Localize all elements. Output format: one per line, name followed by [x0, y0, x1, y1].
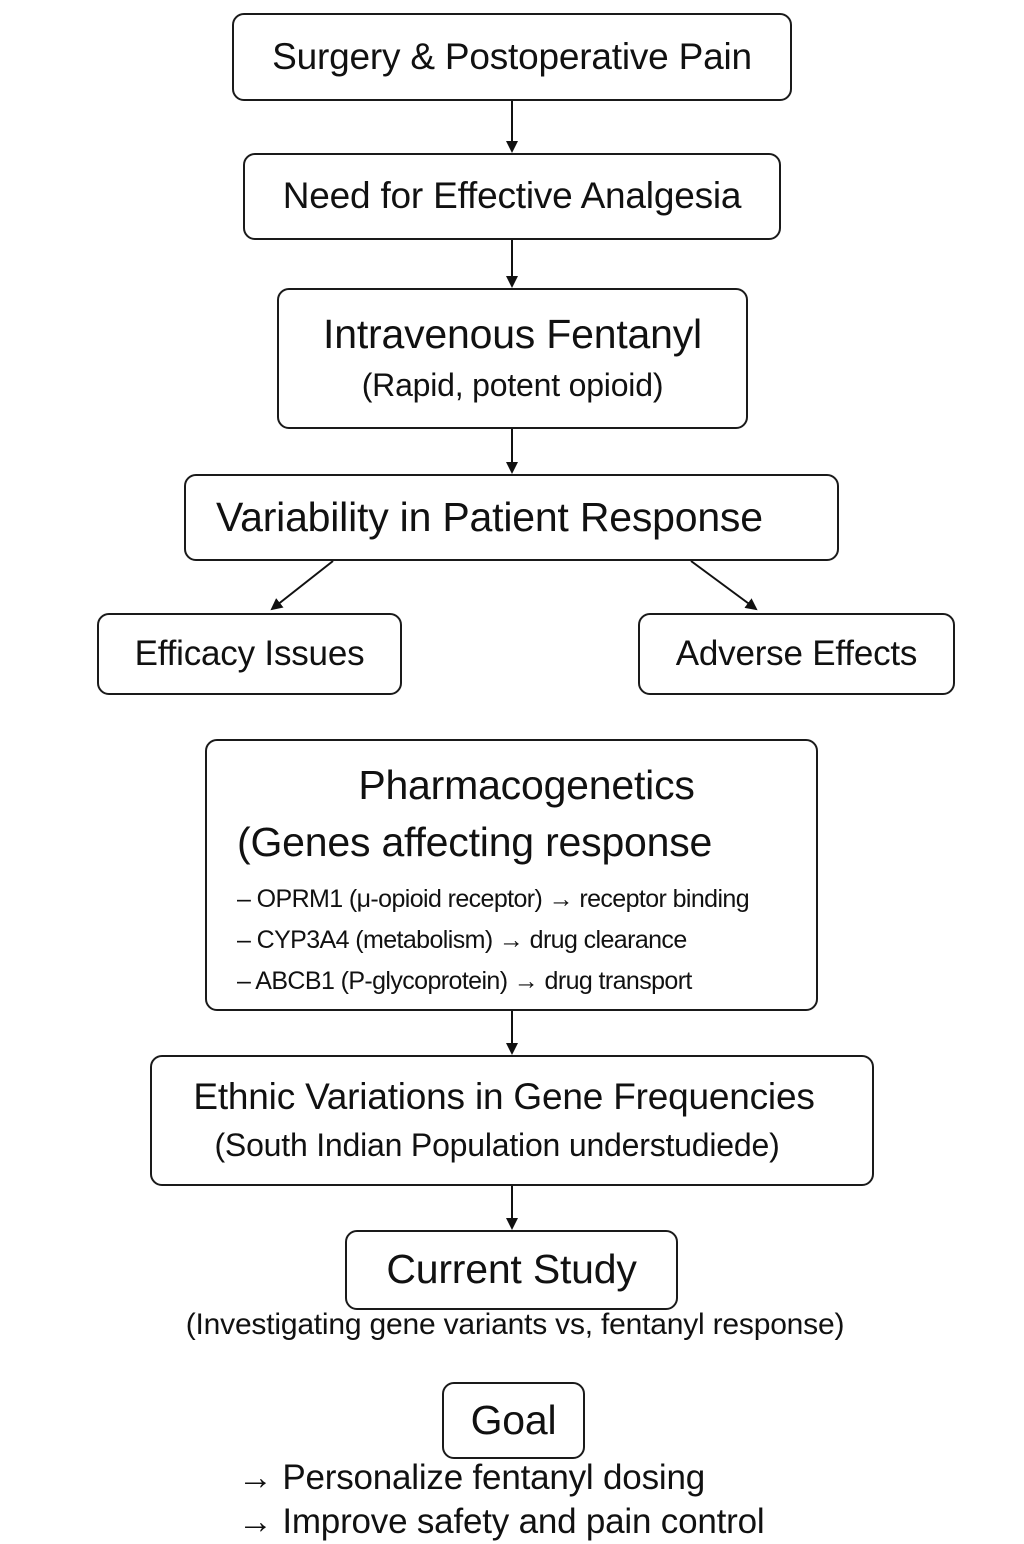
node-label: Adverse Effects: [675, 634, 918, 673]
node-efficacy-issues: Efficacy Issues: [97, 613, 402, 695]
node-title: Ethnic Variations in Gene Frequencies: [193, 1075, 815, 1117]
gene-item-oprm1: – OPRM1 (μ-opioid receptor) → receptor b…: [237, 885, 750, 914]
node-need-effective-analgesia: Need for Effective Analgesia: [243, 153, 781, 240]
arrow-variability-to-adverse: [690, 560, 758, 611]
node-subtitle: (South Indian Population understudiede): [214, 1126, 780, 1163]
node-pharmacogenetics: Pharmacogenetics (Genes affecting respon…: [205, 739, 818, 1011]
goal-points: → Personalize fentanyl dosing → Improve …: [238, 1456, 765, 1544]
study-note: (Investigating gene variants vs, fentany…: [185, 1308, 845, 1341]
node-label: Goal: [470, 1396, 557, 1443]
arrow-variability-to-efficacy: [270, 560, 334, 611]
node-label: Need for Effective Analgesia: [282, 175, 742, 217]
node-label: Efficacy Issues: [134, 634, 365, 673]
node-variability-patient-response: Variability in Patient Response: [184, 474, 839, 561]
node-title: Intravenous Fentanyl: [323, 311, 702, 358]
node-intravenous-fentanyl: Intravenous Fentanyl (Rapid, potent opio…: [277, 288, 748, 429]
node-goal: Goal: [442, 1382, 585, 1459]
node-current-study: Current Study: [345, 1230, 678, 1310]
node-surgery-postoperative-pain: Surgery & Postoperative Pain: [232, 13, 792, 101]
gene-list: – OPRM1 (μ-opioid receptor) → receptor b…: [237, 879, 750, 1002]
goal-point-personalize: → Personalize fentanyl dosing: [238, 1458, 705, 1497]
node-adverse-effects: Adverse Effects: [638, 613, 955, 695]
node-label: Surgery & Postoperative Pain: [272, 35, 752, 77]
gene-item-abcb1: – ABCB1 (P-glycoprotein) → drug transpor…: [237, 967, 692, 996]
node-subtitle: (Rapid, potent opioid): [361, 367, 664, 404]
goal-point-improve-safety: → Improve safety and pain control: [238, 1502, 765, 1541]
node-ethnic-variations: Ethnic Variations in Gene Frequencies (S…: [150, 1055, 874, 1186]
node-title: Pharmacogenetics: [358, 762, 695, 808]
gene-item-cyp3a4: – CYP3A4 (metabolism) → drug clearance: [237, 926, 687, 955]
node-label: Variability in Patient Response: [216, 493, 763, 540]
node-label: Current Study: [386, 1246, 637, 1293]
node-subtitle: (Genes affecting response: [237, 819, 713, 866]
